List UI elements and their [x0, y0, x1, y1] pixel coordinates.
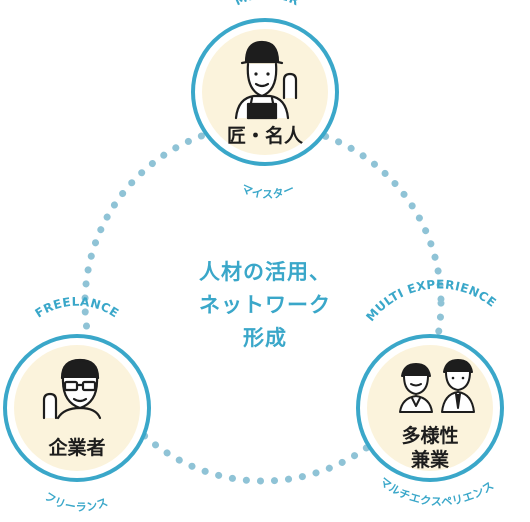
multi-title-line2: 兼業 [410, 449, 449, 471]
freelance-label-bottom: フリーランス [42, 490, 110, 514]
two-businesspeople-icon [399, 359, 475, 413]
freelance-title: 企業者 [48, 437, 106, 459]
center-statement: 人材の活用、 ネットワーク 形成 [160, 256, 370, 355]
multi-title-line1: 多様性 [401, 425, 459, 447]
dotted-connection-ring [81, 121, 445, 485]
multi-label-top: MULTI EXPERIENCE [363, 277, 499, 324]
craftsman-with-hat-icon [234, 40, 298, 120]
freelance-label-top: FREELANCE [33, 295, 122, 321]
center-line-2: ネットワーク [199, 293, 331, 317]
man-with-glasses-icon [42, 358, 102, 420]
node-multi-experience [356, 334, 504, 482]
meister-title: 匠・名人 [226, 125, 303, 147]
meister-label-top: MEISTER [233, 0, 302, 8]
center-line-3: 形成 [243, 326, 287, 350]
center-line-1: 人材の活用、 [199, 260, 331, 284]
node-freelance [3, 334, 151, 482]
meister-label-bottom: マイスター [239, 182, 297, 201]
node-meister [191, 18, 339, 166]
